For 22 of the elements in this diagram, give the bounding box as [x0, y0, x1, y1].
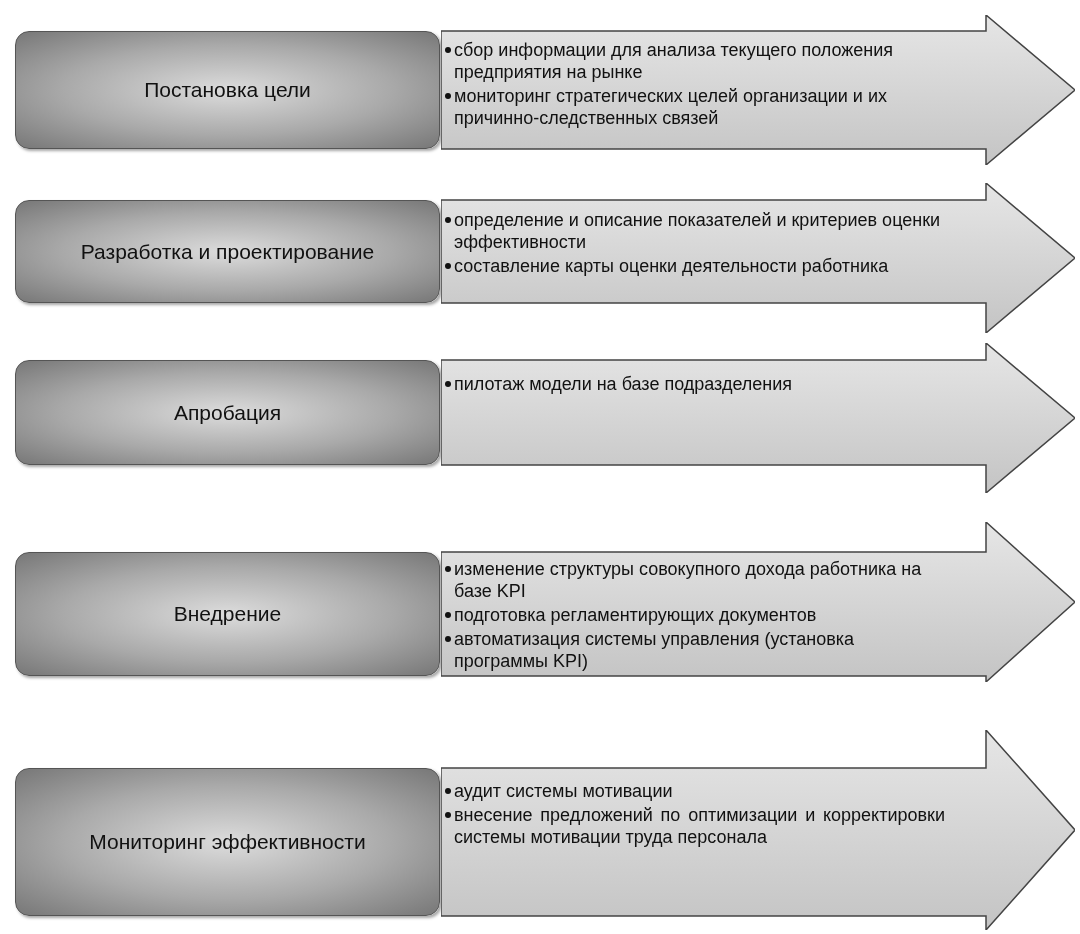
arrow-shape: [441, 183, 1075, 333]
bullet-item: подготовка регламентирующих документов: [454, 604, 817, 626]
stage-box: [15, 200, 440, 303]
bullet-item: аудит системы мотивации: [454, 780, 673, 802]
stage-box: [15, 31, 440, 149]
stage-label: Мониторинг эффективности: [89, 829, 366, 855]
stage-box: [15, 552, 440, 676]
bullet-item: автоматизация системы управления (установка программы KPI): [454, 628, 856, 672]
stage-label: Апробация: [173, 399, 282, 426]
bullet-item: составление карты оценки деятельности работника: [454, 255, 889, 277]
stage-box: [15, 360, 440, 465]
bullet-item: внесение предложений по оптимизации и корректировки системы мотивации труда персонала: [454, 804, 945, 848]
arrow-shape: [441, 522, 1075, 682]
stage-label: Постановка цели: [144, 77, 311, 103]
arrow-shape: [441, 15, 1075, 165]
stage-label: Внедрение: [173, 601, 282, 627]
arrow-shape: [441, 343, 1075, 493]
arrow-shape: [441, 730, 1075, 930]
stage-box: [15, 768, 440, 916]
bullet-item: мониторинг стратегических целей организации и их причинно-следственных связей: [454, 85, 888, 129]
bullet-item: пилотаж модели на базе подразделения: [454, 373, 793, 395]
stage-label: Разработка и проектирование: [80, 238, 375, 265]
